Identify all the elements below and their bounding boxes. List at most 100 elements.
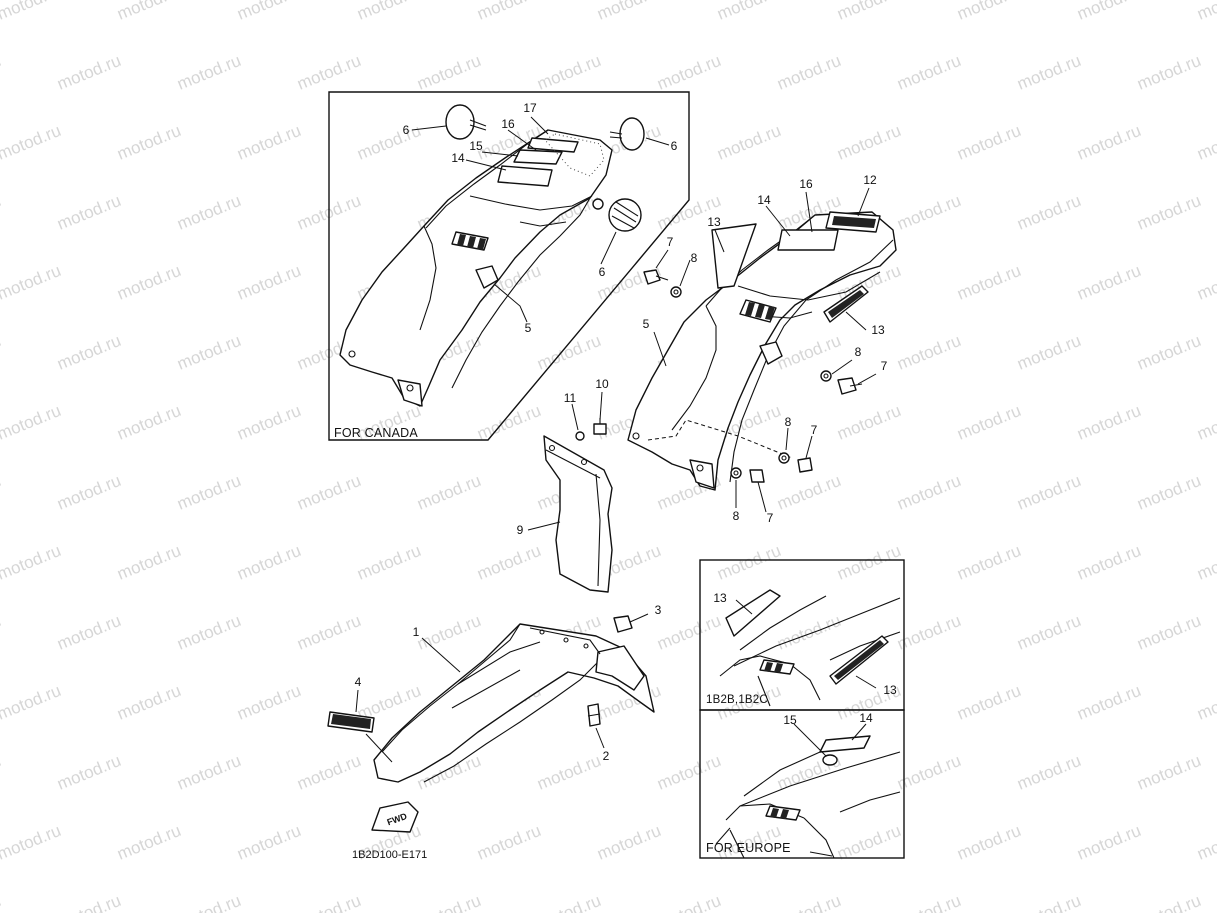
- watermark-text: motod.ru: [894, 331, 963, 374]
- watermark-text: motod.ru: [0, 471, 4, 514]
- watermark-text: motod.ru: [1074, 821, 1143, 864]
- watermark-text: motod.ru: [294, 471, 363, 514]
- watermark-text: motod.ru: [114, 0, 183, 24]
- callout-canada-5: 5: [525, 321, 532, 335]
- watermark-text: motod.ru: [414, 891, 483, 913]
- inset-models: 1B2B,1B2C: [699, 559, 905, 711]
- watermark-text: motod.ru: [54, 191, 123, 234]
- callout-front-4: 4: [355, 675, 362, 689]
- watermark-text: motod.ru: [1194, 681, 1217, 724]
- callout-main-13a: 13: [707, 215, 721, 229]
- watermark-text: motod.ru: [1134, 191, 1203, 234]
- callout-europe-14: 14: [859, 711, 873, 725]
- watermark-text: motod.ru: [594, 0, 663, 24]
- watermark-text: motod.ru: [1074, 401, 1143, 444]
- watermark-text: motod.ru: [354, 541, 423, 584]
- callout-main-7c: 7: [811, 423, 818, 437]
- watermark-text: motod.ru: [0, 821, 64, 864]
- watermark-text: motod.ru: [414, 611, 483, 654]
- watermark-text: motod.ru: [834, 121, 903, 164]
- callout-main-14: 14: [757, 193, 771, 207]
- callout-front-1: 1: [413, 625, 420, 639]
- watermark-text: motod.ru: [774, 51, 843, 94]
- watermark-text: motod.ru: [1074, 121, 1143, 164]
- inset-caption-europe: FOR EUROPE: [706, 841, 791, 855]
- watermark-text: motod.ru: [54, 891, 123, 913]
- watermark-text: motod.ru: [774, 331, 843, 374]
- callout-main-8a: 8: [691, 251, 698, 265]
- watermark-text: motod.ru: [54, 751, 123, 794]
- watermark-text: motod.ru: [54, 471, 123, 514]
- watermark-text: motod.ru: [0, 541, 64, 584]
- watermark-text: motod.ru: [834, 821, 903, 864]
- watermark-text: motod.ru: [1014, 751, 1083, 794]
- watermark-text: motod.ru: [1134, 751, 1203, 794]
- watermark-text: motod.ru: [294, 891, 363, 913]
- callout-main-7a: 7: [667, 235, 674, 249]
- callout-main-12: 12: [863, 173, 877, 187]
- watermark-text: motod.ru: [894, 891, 963, 913]
- watermark-text: motod.ru: [114, 261, 183, 304]
- watermark-text: motod.ru: [414, 471, 483, 514]
- watermark-text: motod.ru: [1074, 0, 1143, 24]
- watermark-text: motod.ru: [594, 821, 663, 864]
- watermark-text: motod.ru: [0, 261, 64, 304]
- watermark-text: motod.ru: [294, 751, 363, 794]
- watermark-text: motod.ru: [1194, 261, 1217, 304]
- watermark-text: motod.ru: [0, 191, 4, 234]
- watermark-text: motod.ru: [1014, 891, 1083, 913]
- callout-canada-6c: 6: [599, 265, 606, 279]
- watermark-text: motod.ru: [234, 821, 303, 864]
- watermark-text: motod.ru: [414, 51, 483, 94]
- watermark-text: motod.ru: [1014, 191, 1083, 234]
- watermark-text: motod.ru: [0, 611, 4, 654]
- inset-caption-models: 1B2B,1B2C: [706, 694, 768, 706]
- inset-for-canada: FOR CANADA: [328, 91, 690, 441]
- watermark-text: motod.ru: [834, 401, 903, 444]
- watermark-text: motod.ru: [894, 191, 963, 234]
- watermark-text: motod.ru: [954, 0, 1023, 24]
- watermark-text: motod.ru: [1134, 611, 1203, 654]
- callout-models-13a: 13: [713, 591, 727, 605]
- watermark-text: motod.ru: [174, 51, 243, 94]
- callout-main-8c: 8: [785, 415, 792, 429]
- watermark-text: motod.ru: [534, 891, 603, 913]
- watermark-text: motod.ru: [954, 681, 1023, 724]
- inset-caption-canada: FOR CANADA: [334, 426, 418, 440]
- watermark-text: motod.ru: [534, 331, 603, 374]
- watermark-text: motod.ru: [174, 611, 243, 654]
- callout-flap-11: 11: [564, 391, 577, 405]
- watermark-text: motod.ru: [894, 51, 963, 94]
- watermark-text: motod.ru: [714, 541, 783, 584]
- watermark-text: motod.ru: [894, 471, 963, 514]
- callout-main-8d: 8: [733, 509, 740, 523]
- callout-canada-14: 14: [451, 151, 465, 165]
- watermark-text: motod.ru: [54, 331, 123, 374]
- watermark-text: motod.ru: [954, 401, 1023, 444]
- watermark-text: motod.ru: [654, 51, 723, 94]
- watermark-text: motod.ru: [1194, 121, 1217, 164]
- watermark-text: motod.ru: [1014, 331, 1083, 374]
- front-fender: FWD: [327, 613, 655, 833]
- watermark-text: motod.ru: [114, 821, 183, 864]
- diagram-code: 1B2D100-E171: [352, 849, 427, 861]
- watermark-text: motod.ru: [174, 891, 243, 913]
- watermark-text: motod.ru: [114, 121, 183, 164]
- callout-main-5: 5: [643, 317, 650, 331]
- inset-for-europe: FOR EUROPE: [699, 709, 905, 859]
- watermark-text: motod.ru: [0, 331, 4, 374]
- watermark-text: motod.ru: [1134, 471, 1203, 514]
- watermark-text: motod.ru: [174, 751, 243, 794]
- callout-canada-15: 15: [469, 139, 483, 153]
- watermark-text: motod.ru: [234, 541, 303, 584]
- watermark-text: motod.ru: [1014, 51, 1083, 94]
- watermark-text: motod.ru: [1194, 0, 1217, 24]
- callout-canada-6b: 6: [671, 139, 678, 153]
- watermark-text: motod.ru: [354, 0, 423, 24]
- callout-canada-6a: 6: [403, 123, 410, 137]
- watermark-text: motod.ru: [0, 0, 64, 24]
- watermark-text: motod.ru: [54, 611, 123, 654]
